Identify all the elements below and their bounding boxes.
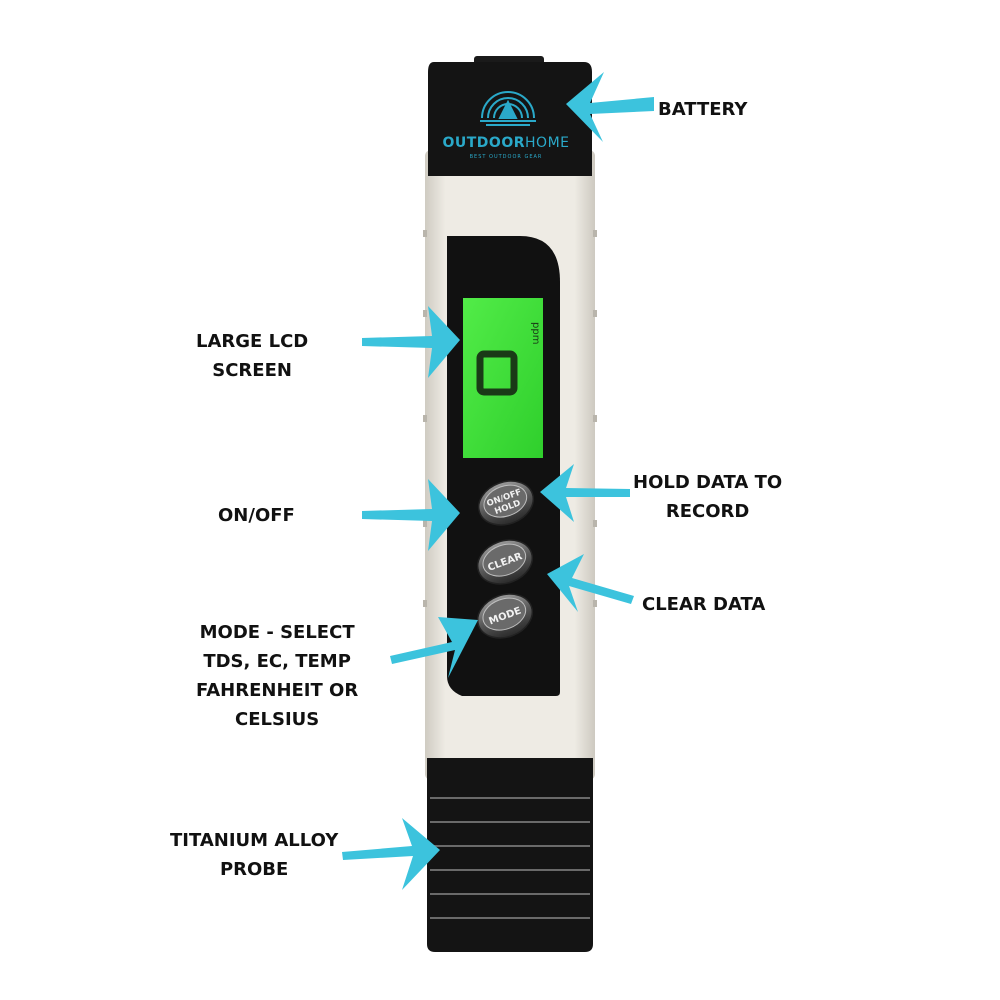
arrow-lcd bbox=[362, 306, 460, 378]
callout-mode-line: MODE - SELECT bbox=[199, 622, 355, 643]
probe-grooves bbox=[430, 797, 590, 919]
callout-clear-line: CLEAR DATA bbox=[642, 594, 766, 615]
callout-lcd: LARGE LCD SCREEN bbox=[196, 327, 308, 385]
lcd-unit: ppm bbox=[530, 322, 541, 344]
callout-arrows bbox=[342, 72, 654, 890]
arrow-battery bbox=[566, 72, 654, 142]
clear-button[interactable]: CLEAR bbox=[472, 533, 539, 592]
callout-battery: BATTERY bbox=[658, 95, 747, 124]
callout-clear: CLEAR DATA bbox=[642, 590, 765, 619]
callout-battery-line: BATTERY bbox=[658, 99, 748, 120]
probe-sleeve bbox=[427, 758, 593, 952]
callout-probe-line: TITANIUM ALLOY bbox=[170, 830, 339, 851]
callout-on-off: ON/OFF bbox=[218, 501, 295, 530]
arrow-on-off bbox=[362, 479, 460, 551]
brand-name: OUTDOORHOME bbox=[442, 135, 569, 151]
callout-hold-line: RECORD bbox=[665, 501, 750, 522]
callout-lcd-line: SCREEN bbox=[212, 360, 292, 381]
callout-hold: HOLD DATA TO RECORD bbox=[633, 468, 782, 526]
callout-lcd-line: LARGE LCD bbox=[196, 331, 309, 352]
arrow-hold bbox=[540, 464, 630, 522]
brand-tagline: BEST OUTDOOR GEAR bbox=[470, 154, 543, 160]
brand-logo-icon bbox=[480, 91, 536, 126]
body-ribs bbox=[423, 230, 597, 607]
on-off-hold-button[interactable]: ON/OFF HOLD bbox=[473, 474, 540, 533]
arrow-clear bbox=[547, 554, 634, 612]
lcd-screen bbox=[463, 298, 543, 458]
callout-mode-line: CELSIUS bbox=[235, 709, 320, 730]
callout-on-off-line: ON/OFF bbox=[218, 505, 295, 526]
arrow-mode bbox=[390, 617, 478, 678]
callout-mode: MODE - SELECT TDS, EC, TEMP FAHRENHEIT O… bbox=[196, 618, 358, 734]
mode-button[interactable]: MODE bbox=[472, 587, 539, 646]
callout-mode-line: TDS, EC, TEMP bbox=[203, 651, 351, 672]
callout-probe-line: PROBE bbox=[219, 859, 289, 880]
lcd-reading bbox=[476, 350, 518, 396]
callout-hold-line: HOLD DATA TO bbox=[633, 472, 783, 493]
callout-mode-line: FAHRENHEIT OR bbox=[196, 680, 359, 701]
arrow-probe bbox=[342, 818, 440, 890]
callout-probe: TITANIUM ALLOY PROBE bbox=[170, 826, 338, 884]
